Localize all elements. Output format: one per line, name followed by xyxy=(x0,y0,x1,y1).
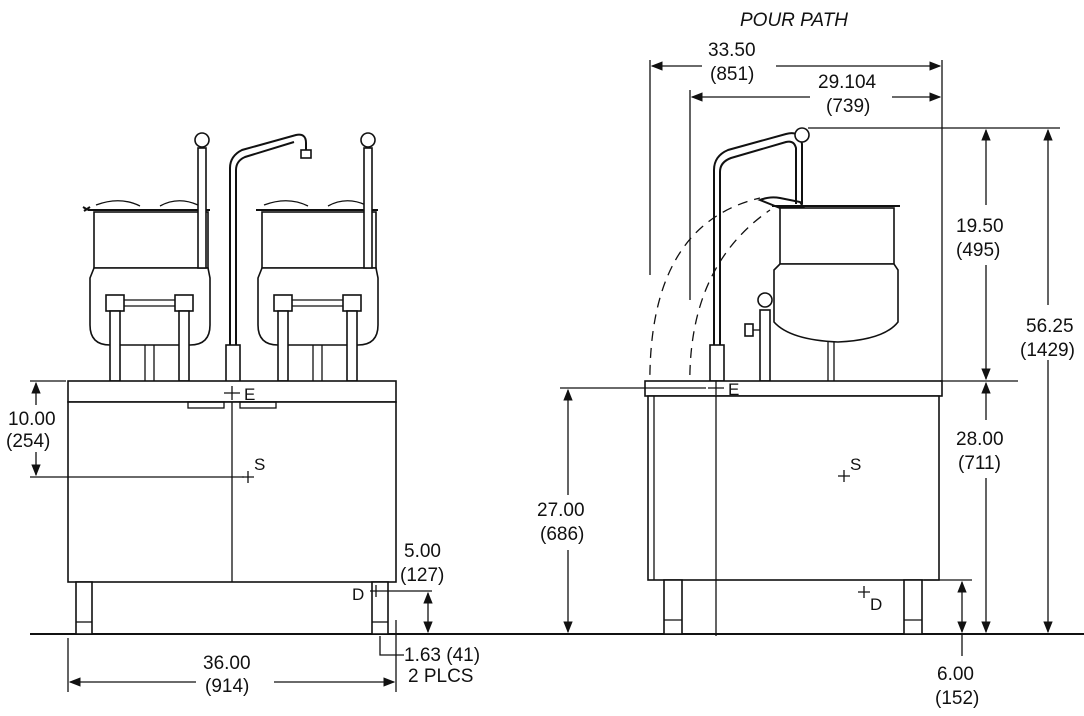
dim-56-25-value: 56.25 xyxy=(1026,316,1074,337)
dim-36-metric: (914) xyxy=(205,676,249,697)
left-kettle xyxy=(82,132,211,382)
dim-29-104-value: 29.104 xyxy=(818,72,877,93)
pour-path-inner xyxy=(689,209,771,393)
dim-33-50-value: 33.50 xyxy=(708,40,756,61)
dim-36-value: 36.00 xyxy=(203,653,251,674)
side-faucet xyxy=(709,127,810,382)
dim-27-metric: (686) xyxy=(540,524,584,545)
dim-5-value: 5.00 xyxy=(404,541,441,562)
dim-1-63-note: 2 PLCS xyxy=(408,666,473,687)
dim-19-50-value: 19.50 xyxy=(956,216,1004,237)
dim-33-50-metric: (851) xyxy=(710,64,754,85)
pour-path-outer xyxy=(649,197,761,393)
front-label-e: E xyxy=(244,385,255,404)
dim-28-metric: (711) xyxy=(958,453,1001,474)
side-label-d: D xyxy=(870,595,882,614)
front-view: E S D 10.00 (254) 5.00 (127) 1.63 (41) 2… xyxy=(6,132,480,697)
side-view: POUR PATH xyxy=(537,10,1075,709)
dim-56-25-metric: (1429) xyxy=(1020,340,1075,361)
dim-10-metric: (254) xyxy=(6,431,50,452)
dim-29-104-metric: (739) xyxy=(826,96,870,117)
dim-28-value: 28.00 xyxy=(956,429,1004,450)
dim-6-value: 6.00 xyxy=(937,664,974,685)
front-label-d: D xyxy=(352,585,364,604)
dim-6-metric: (152) xyxy=(935,688,979,709)
pour-path-label: POUR PATH xyxy=(740,10,848,31)
right-kettle xyxy=(256,132,379,382)
dim-19-50-metric: (495) xyxy=(956,240,1000,261)
dim-5-metric: (127) xyxy=(400,565,444,586)
side-label-e: E xyxy=(728,380,739,399)
side-kettle xyxy=(744,196,900,382)
dim-1-63-value: 1.63 (41) xyxy=(404,645,480,666)
side-cabinet xyxy=(644,380,943,635)
front-label-s: S xyxy=(254,455,265,474)
dim-27-value: 27.00 xyxy=(537,500,585,521)
dim-10-value: 10.00 xyxy=(8,409,56,430)
side-label-s: S xyxy=(850,455,861,474)
front-cabinet xyxy=(67,380,397,635)
